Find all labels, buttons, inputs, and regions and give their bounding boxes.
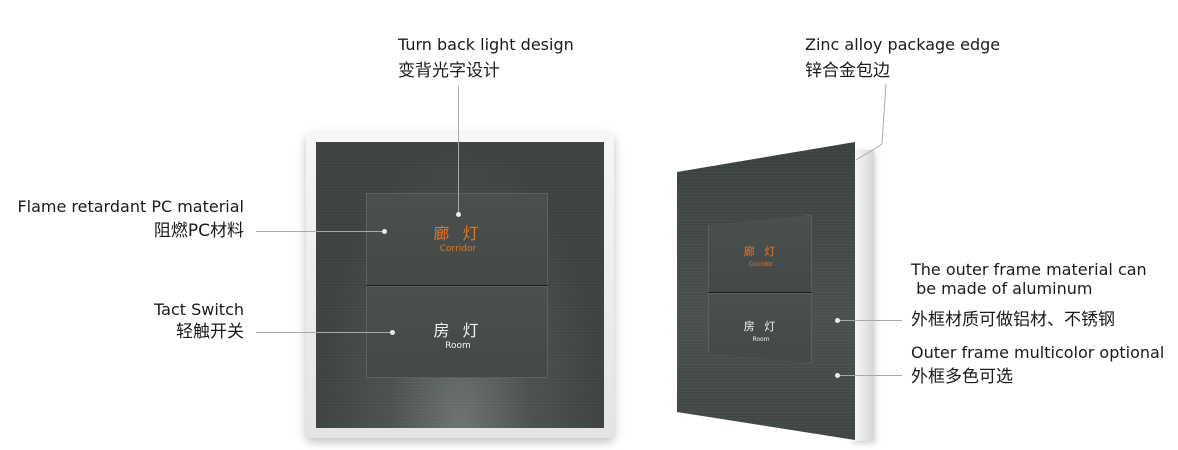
callout-flame-pc-line — [256, 231, 384, 232]
callout-outer-color-line — [840, 375, 902, 376]
front-key-corridor-zh: 廊 灯 — [433, 224, 483, 243]
angled-key-corridor-zh: 廊 灯 — [743, 245, 779, 258]
callout-turn-back-zh: 变背光字设计 — [398, 61, 500, 81]
angled-key-room-zh: 房 灯 — [743, 320, 779, 333]
callout-tact-switch-en: Tact Switch — [154, 300, 244, 319]
callout-flame-pc-en: Flame retardant PC material — [17, 197, 244, 216]
angled-key-room-en: Room — [752, 336, 770, 343]
front-key-room-en: Room — [445, 341, 471, 351]
angled-zinc-edge — [852, 150, 874, 441]
callout-turn-back-dot — [456, 212, 461, 217]
callout-outer-material-zh: 外框材质可做铝材、不锈钢 — [911, 310, 1115, 330]
angled-key-corridor-en: Corridor — [748, 261, 774, 268]
front-key-corridor[interactable]: 廊 灯 Corridor — [366, 193, 548, 286]
callout-turn-back-line — [458, 86, 459, 214]
callout-outer-material-line — [840, 320, 902, 321]
callout-outer-material-en-1: The outer frame material can — [911, 260, 1147, 279]
callout-outer-color-dot — [835, 373, 840, 378]
callout-outer-color-zh: 外框多色可选 — [911, 367, 1013, 387]
callout-zinc-edge-line — [855, 84, 887, 161]
callout-outer-color-en: Outer frame multicolor optional — [911, 343, 1165, 362]
front-key-corridor-en: Corridor — [439, 244, 477, 254]
callout-zinc-edge-zh: 锌合金包边 — [805, 61, 890, 81]
front-key-room-zh: 房 灯 — [433, 321, 483, 340]
angled-key-room[interactable]: 房 灯 Room — [708, 293, 812, 363]
callout-tact-switch-zh: 轻触开关 — [176, 322, 244, 342]
callout-tact-switch-line — [256, 332, 392, 333]
callout-flame-pc-dot — [382, 229, 387, 234]
callout-outer-material-dot — [835, 318, 840, 323]
callout-tact-switch-dot — [390, 330, 395, 335]
angled-key-corridor[interactable]: 廊 灯 Corridor — [708, 215, 812, 293]
callout-zinc-edge-en: Zinc alloy package edge — [805, 35, 1001, 54]
callout-flame-pc-zh: 阻燃PC材料 — [153, 221, 244, 241]
callout-turn-back-en: Turn back light design — [398, 35, 574, 54]
callout-outer-material-en-2: be made of aluminum — [911, 279, 1093, 298]
